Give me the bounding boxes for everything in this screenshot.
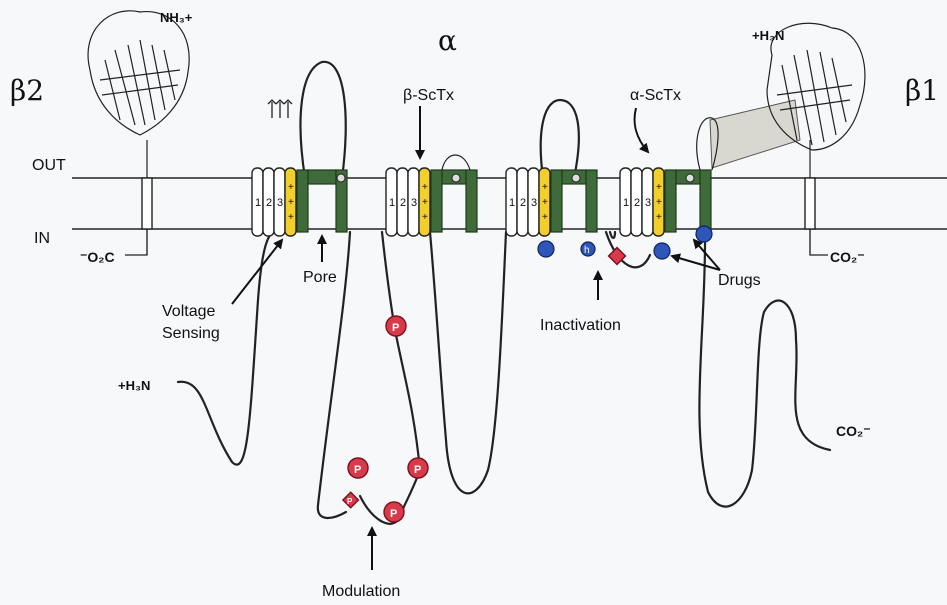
phospho-site-2: P (348, 458, 368, 478)
beta2-label: β2 (10, 74, 44, 107)
svg-text:P: P (347, 497, 353, 506)
d4-segment-5 (665, 170, 676, 232)
svg-text:+: + (288, 182, 294, 193)
domain-3: 1 2 3 + + + (506, 168, 597, 236)
d2-segment-5 (431, 170, 442, 232)
domain-1: 1 2 3 + + + (252, 168, 347, 236)
d4-segment-6 (700, 170, 711, 232)
svg-text:+: + (542, 197, 548, 208)
inactivation-particle-label: h (584, 245, 590, 256)
svg-text:2: 2 (400, 197, 406, 209)
voltage-sensing-label-line1: Voltage (162, 303, 215, 320)
alpha-title: α (438, 24, 457, 57)
beta2-n-terminus: NH₃+ (160, 10, 193, 25)
svg-text:3: 3 (645, 197, 651, 209)
drug-site-d4-pore (696, 226, 712, 242)
svg-text:3: 3 (411, 197, 417, 209)
alpha-n-terminus: +H₃N (118, 378, 150, 393)
domain-4: 1 2 3 + + + (620, 118, 718, 236)
svg-text:P: P (354, 464, 361, 476)
drug-site-d3 (538, 241, 554, 257)
membrane-out-label: OUT (32, 157, 66, 174)
svg-text:+: + (656, 182, 662, 193)
glycosylation-marks (268, 100, 292, 118)
d2-segment-6 (466, 170, 477, 232)
beta1-n-terminus: +H₃N (752, 28, 784, 43)
beta1-label: β1 (905, 74, 939, 107)
beta1-c-tail (810, 229, 828, 255)
svg-text:+: + (288, 197, 294, 208)
svg-text:P: P (414, 464, 421, 476)
svg-text:+: + (656, 197, 662, 208)
beta-sctx-label: β-ScTx (403, 87, 454, 104)
beta2-c-tail (125, 229, 147, 255)
pore-label: Pore (303, 269, 337, 286)
membrane-in-label: IN (34, 230, 50, 247)
svg-text:+: + (542, 212, 548, 223)
svg-text:1: 1 (389, 197, 395, 209)
alpha-sctx-label: α-ScTx (630, 87, 681, 104)
svg-text:+: + (422, 197, 428, 208)
phospho-site-4: P (384, 502, 404, 522)
inactivation-label: Inactivation (540, 317, 621, 334)
svg-text:2: 2 (634, 197, 640, 209)
alpha-c-terminus: CO₂⁻ (836, 423, 871, 439)
d1-pore-loop (308, 170, 336, 184)
beta1-tm-segment (805, 178, 815, 229)
svg-text:+: + (542, 182, 548, 193)
svg-text:+: + (422, 212, 428, 223)
svg-text:2: 2 (266, 197, 272, 209)
svg-text:1: 1 (255, 197, 261, 209)
voltage-sensing-arrow (232, 240, 282, 304)
d1-segment-5 (297, 170, 308, 232)
drugs-label: Drugs (718, 272, 761, 289)
svg-text:P: P (392, 322, 399, 334)
svg-text:+: + (422, 182, 428, 193)
svg-text:3: 3 (277, 197, 283, 209)
domain-2: 1 2 3 + + + (386, 155, 477, 236)
beta2-ig-domain (88, 11, 189, 135)
svg-text:+: + (656, 212, 662, 223)
modulation-label: Modulation (322, 583, 400, 600)
svg-text:1: 1 (509, 197, 515, 209)
d3-segment-5 (551, 170, 562, 232)
svg-text:1: 1 (623, 197, 629, 209)
svg-text:3: 3 (531, 197, 537, 209)
drug-site-d4-s6 (654, 243, 670, 259)
svg-text:P: P (390, 508, 397, 520)
beta2-tm-segment (142, 178, 152, 229)
d3-segment-6 (586, 170, 597, 232)
phospho-site-1: P (386, 316, 406, 336)
svg-text:2: 2 (520, 197, 526, 209)
svg-text:+: + (288, 212, 294, 223)
beta2-c-terminus: ⁻O₂C (80, 249, 115, 265)
voltage-sensing-label-line2: Sensing (162, 325, 220, 342)
beta1-c-terminus: CO₂⁻ (830, 249, 865, 265)
phospho-site-3: P (408, 458, 428, 478)
alpha-sctx-arrow (635, 108, 649, 152)
phospho-site-5: P (343, 492, 359, 508)
